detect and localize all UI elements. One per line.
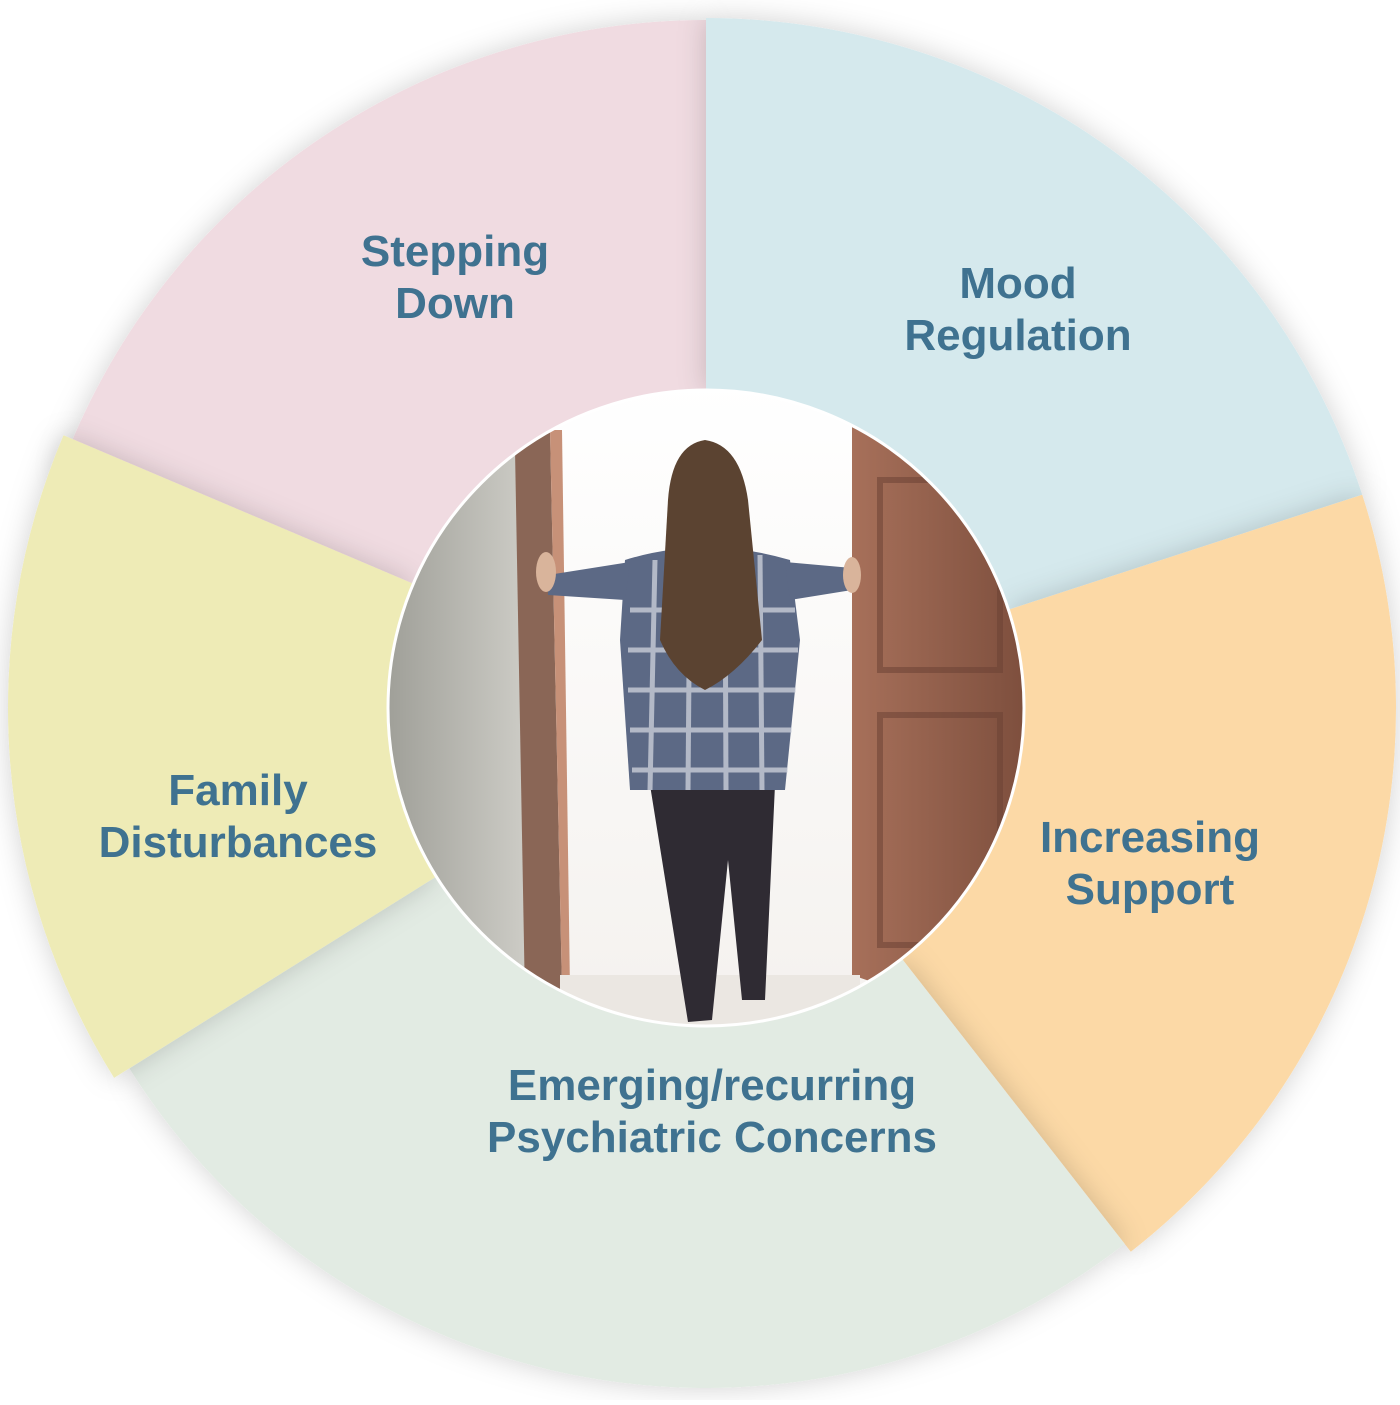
photo-person-hair xyxy=(660,440,762,690)
label-stepping-down-line: Stepping xyxy=(361,227,549,276)
segment-family-disturbances xyxy=(8,435,437,1078)
label-mood-regulation-line: Regulation xyxy=(904,311,1131,360)
label-increasing-support-line: Support xyxy=(1066,865,1235,914)
segment-stepping-down xyxy=(59,20,707,600)
photo-person-arm-left xyxy=(548,562,630,600)
center-photo-rim xyxy=(386,388,1026,1028)
label-mood-regulation-line: Mood xyxy=(959,259,1076,308)
label-emerging-recurring-line: Emerging/recurring xyxy=(508,1061,916,1110)
segment-increasing-support xyxy=(901,494,1396,1252)
label-emerging-recurring-line: Psychiatric Concerns xyxy=(487,1113,937,1162)
photo-person-legs xyxy=(650,785,775,1022)
segment-mood-regulation xyxy=(706,18,1363,610)
segments-layer xyxy=(8,18,1396,1388)
segment-emerging-recurring xyxy=(129,876,1125,1388)
photo-person xyxy=(536,440,861,1022)
photo-person-hand-left xyxy=(536,552,556,592)
label-increasing-support-line: Increasing xyxy=(1040,813,1260,862)
label-stepping-down-line: Down xyxy=(395,279,515,328)
label-family-disturbances-line: Family xyxy=(168,766,308,815)
label-family-disturbances-line: Disturbances xyxy=(99,818,378,867)
photo-person-arm-right xyxy=(785,562,852,600)
photo-person-hand-right xyxy=(843,557,861,593)
